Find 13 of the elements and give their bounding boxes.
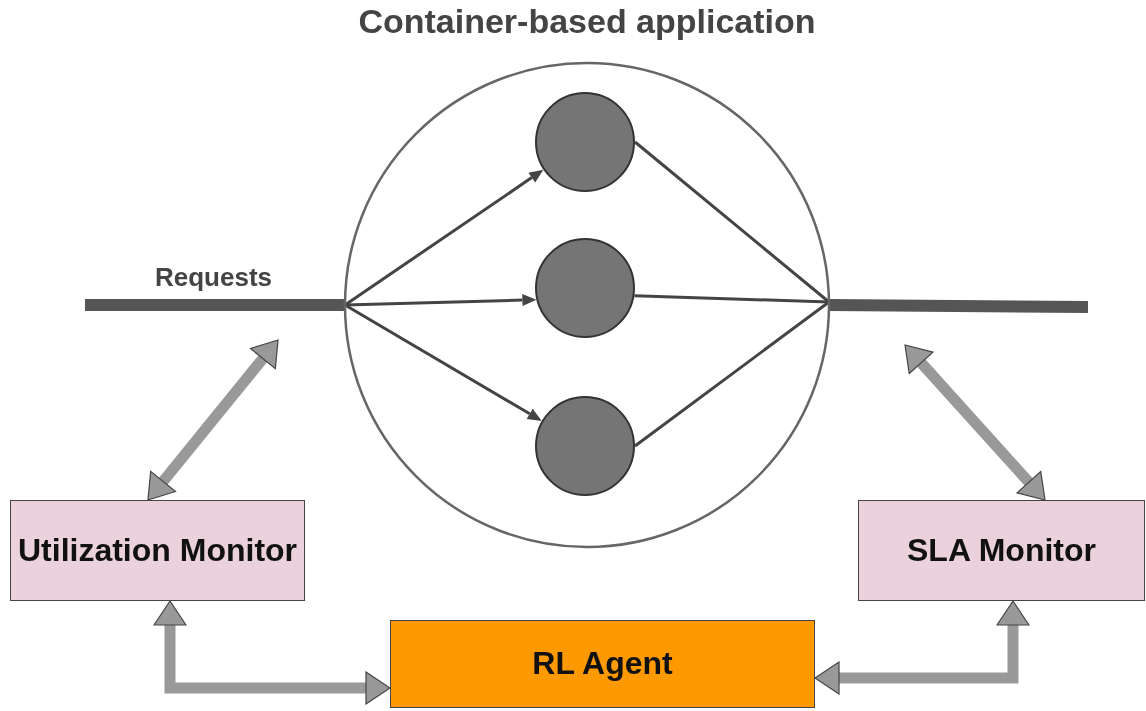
agent-box: RL Agent [390,620,815,708]
double-arrow [147,339,279,501]
monitor-box: SLA Monitor [858,500,1145,601]
double-arrow [904,344,1046,501]
heading: Container-based application [358,2,816,41]
double-arrow [814,600,1030,695]
request-line [85,299,345,311]
monitor-box: Utilization Monitor [10,500,305,601]
request-line [828,299,1089,313]
arrow [344,303,542,421]
connector-line [634,294,830,304]
connector-line [634,300,830,448]
double-arrow [153,600,391,705]
